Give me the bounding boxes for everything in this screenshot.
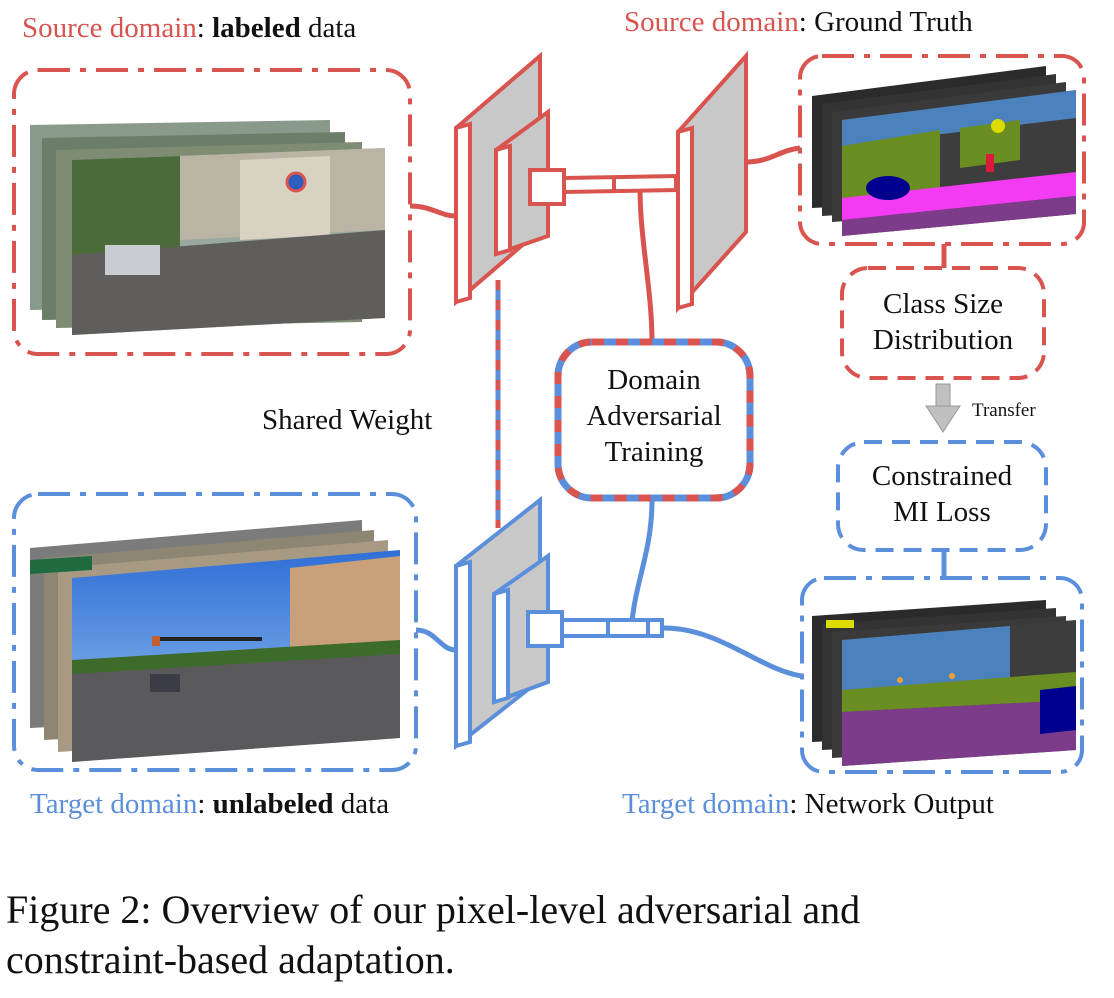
target-to-dat-wire xyxy=(629,499,655,623)
source-data-dashed-frame xyxy=(12,68,412,356)
mi-loss-box xyxy=(836,440,1048,552)
target-encoder-face-2 xyxy=(492,587,510,705)
target-data-label: Target domain: unlabeled data xyxy=(30,788,390,820)
source-bottleneck xyxy=(528,168,566,206)
source-encoder-face xyxy=(454,121,472,305)
output-segmentation-map xyxy=(826,620,1076,766)
source-data-label: Source domain: labeled data xyxy=(22,12,357,44)
labeled-word: labeled xyxy=(212,12,301,44)
source-network xyxy=(454,50,748,314)
source-decoder-face xyxy=(676,125,694,311)
target-domain-text: Target domain xyxy=(30,788,198,820)
dat-border-red xyxy=(554,338,754,502)
class-size-text: Class Size Distribution xyxy=(872,288,1014,356)
target-street-photo xyxy=(30,550,400,762)
transfer-arrow-icon xyxy=(925,383,961,433)
output-domain-text: Target domain xyxy=(622,788,790,820)
dat-box xyxy=(554,338,754,502)
target-data-dashed-frame xyxy=(12,492,418,772)
source-image-stack xyxy=(12,68,412,356)
unlabeled-word: unlabeled xyxy=(212,788,334,820)
decoder-to-output-wire xyxy=(663,625,803,679)
output-label: Target domain: Network Output xyxy=(622,788,994,820)
target-bottleneck xyxy=(526,610,564,648)
transfer-label: Transfer xyxy=(972,400,1036,421)
source-fc-layer xyxy=(562,173,678,195)
output-image-stack xyxy=(800,576,1084,774)
gt-domain-text: Source domain xyxy=(624,6,799,38)
class-size-box xyxy=(840,266,1046,380)
target-encoder-face xyxy=(454,559,472,749)
target-to-encoder-wire xyxy=(415,627,457,653)
figure-caption-line-1: Figure 2: Overview of our pixel-level ad… xyxy=(6,887,861,932)
connections xyxy=(409,145,947,679)
shared-weight-label: Shared Weight xyxy=(262,404,433,436)
gt-image-stack xyxy=(798,54,1086,246)
dat-box-text: Domain Adversarial Training xyxy=(586,364,722,468)
source-encoder-face-2 xyxy=(494,143,512,257)
mi-loss-text: Constrained MI Loss xyxy=(871,460,1013,528)
decoder-to-gt-wire xyxy=(745,145,801,165)
target-image-stack xyxy=(12,492,418,772)
source-to-encoder-wire xyxy=(409,203,457,219)
source-street-photo xyxy=(72,148,385,335)
target-fc-layer xyxy=(560,618,664,638)
gt-label: Source domain: Ground Truth xyxy=(624,6,973,38)
gt-segmentation-map xyxy=(842,90,1076,236)
source-to-dat-wire xyxy=(637,187,655,343)
figure-caption-line-2: constraint-based adaptation. xyxy=(6,937,455,982)
target-network xyxy=(454,495,664,751)
source-domain-text: Source domain xyxy=(22,12,197,44)
